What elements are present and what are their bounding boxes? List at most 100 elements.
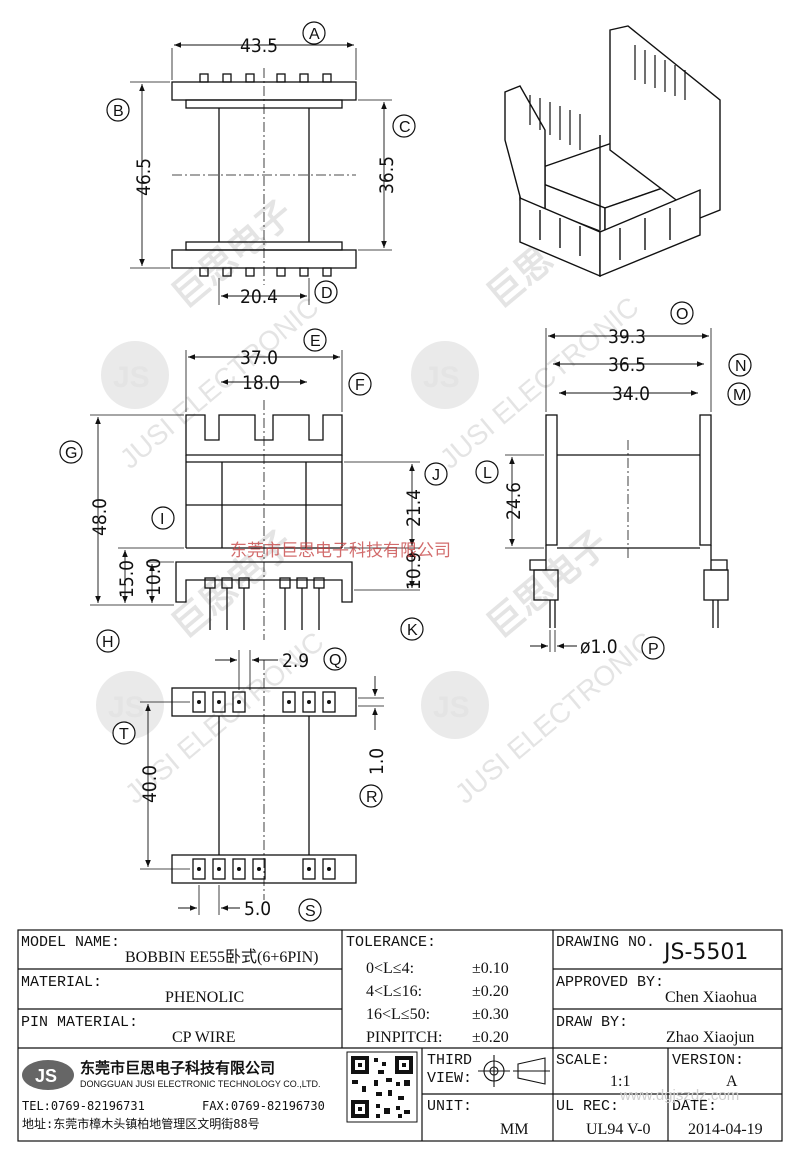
callout-M: M: [733, 387, 746, 404]
dim-T: 40.0: [139, 765, 161, 803]
bottom-view-upper-pins: [192, 691, 336, 713]
callout-Q: Q: [329, 652, 341, 669]
watermark-layer: JS JS JS JS JUSI ELECTRONIC JUSI ELECTRO…: [96, 192, 660, 810]
isometric-view: [504, 25, 721, 278]
scale-label: SCALE:: [556, 1052, 610, 1069]
watermark-cn-1: 巨思电子: [164, 192, 301, 316]
material-value: PHENOLIC: [165, 989, 244, 1006]
top-view-upper-pins: [199, 73, 332, 83]
company-address: 地址:东莞市樟木头镇柏地管理区文明街88号: [22, 1116, 260, 1131]
callout-R: R: [366, 789, 378, 806]
tolerance-value-2: ±0.20: [472, 983, 509, 1000]
dim-J: 21.4: [403, 489, 425, 527]
callout-E: E: [310, 333, 321, 350]
third-view-label-1: THIRD: [427, 1052, 472, 1069]
tolerance-range-4: PINPITCH:: [366, 1029, 442, 1046]
draw-by-label: DRAW BY:: [556, 1014, 628, 1031]
dim-L: 24.6: [503, 482, 525, 520]
tolerance-range-3: 16<L≤50:: [366, 1006, 430, 1023]
scale-value: 1:1: [610, 1073, 630, 1090]
callout-I: I: [160, 511, 164, 528]
drawing-no-label: DRAWING NO.: [556, 934, 655, 951]
callout-J: J: [432, 467, 440, 484]
date-value: 2014-04-19: [688, 1121, 763, 1138]
watermark-logo-4: JS: [433, 691, 470, 724]
dim-P: ø1.0: [580, 636, 618, 658]
dim-B: 46.5: [133, 158, 155, 196]
tolerance-value-4: ±0.20: [472, 1029, 509, 1046]
top-view-lower-pins: [199, 267, 332, 277]
date-label: DATE:: [672, 1098, 717, 1115]
overlay-company-text: 东莞市巨思电子科技有限公司: [230, 541, 451, 561]
callout-O: O: [676, 306, 688, 323]
material-label: MATERIAL:: [21, 974, 102, 991]
dim-O: 39.3: [608, 326, 646, 348]
dim-A: 43.5: [240, 35, 278, 57]
callout-G: G: [65, 445, 77, 462]
model-name-value: BOBBIN EE55卧式(6+6PIN): [125, 948, 318, 966]
company-logo: JS: [22, 1060, 74, 1090]
callout-A: A: [309, 26, 320, 43]
pin-material-value: CP WIRE: [172, 1029, 236, 1046]
callout-D: D: [321, 285, 333, 302]
company-name-cn: 东莞市巨思电子科技有限公司: [80, 1059, 275, 1077]
site-watermark: www.dgjszdz.com: [619, 1087, 739, 1104]
callout-F: F: [355, 377, 365, 394]
dim-M: 34.0: [612, 383, 650, 405]
dim-Q: 2.9: [282, 650, 309, 672]
callout-H: H: [102, 634, 114, 651]
bottom-view-lower-pins: [192, 858, 336, 880]
approved-by-value: Chen Xiaohua: [665, 989, 757, 1006]
draw-by-value: Zhao Xiaojun: [666, 1029, 754, 1046]
callout-T: T: [119, 726, 129, 743]
dim-S: 5.0: [244, 898, 271, 920]
ul-rec-label: UL REC:: [556, 1098, 619, 1115]
tolerance-value-3: ±0.30: [472, 1006, 509, 1023]
dim-F: 18.0: [242, 372, 280, 394]
side-view: [505, 328, 729, 652]
dim-C: 36.5: [376, 156, 398, 194]
watermark-logo-1: JS: [113, 361, 150, 394]
dim-K: 10.9: [403, 552, 425, 590]
dim-G: 48.0: [89, 498, 111, 536]
top-view: [130, 42, 392, 305]
third-view-label-2: VIEW:: [427, 1070, 472, 1087]
tolerance-value-1: ±0.10: [472, 960, 509, 977]
model-name-label: MODEL NAME:: [21, 934, 120, 951]
title-block-frame: [17, 929, 783, 1142]
company-fax: FAX:0769-82196730: [202, 1099, 325, 1113]
version-value: A: [726, 1073, 738, 1090]
dim-E: 37.0: [240, 347, 278, 369]
callout-N: N: [735, 358, 747, 375]
qr-code-icon: [346, 1051, 418, 1123]
front-view-pins: [204, 577, 325, 630]
callout-P: P: [648, 641, 659, 658]
dim-I: 10.0: [143, 558, 165, 596]
unit-value: MM: [500, 1121, 528, 1138]
third-angle-projection-icon: [478, 1055, 550, 1087]
watermark-cn-4: 巨思电子: [479, 522, 616, 646]
drawing-no-value: JS-5501: [662, 940, 748, 965]
dim-R: 1.0: [366, 748, 388, 775]
dim-N: 36.5: [608, 354, 646, 376]
callout-L: L: [483, 465, 492, 482]
dim-D: 20.4: [240, 286, 278, 308]
tolerance-label: TOLERANCE:: [346, 934, 436, 951]
pin-material-label: PIN MATERIAL:: [21, 1014, 138, 1031]
approved-by-label: APPROVED BY:: [556, 974, 664, 991]
version-label: VERSION:: [672, 1052, 744, 1069]
bottom-view: [140, 650, 384, 915]
tolerance-range-2: 4<L≤16:: [366, 983, 422, 1000]
callout-S: S: [305, 903, 316, 920]
callout-B: B: [113, 103, 124, 120]
dim-H: 15.0: [116, 560, 138, 598]
front-view: [90, 350, 420, 640]
callout-C: C: [399, 119, 411, 136]
ul-rec-value: UL94 V-0: [586, 1121, 650, 1138]
watermark-logo-2: JS: [423, 361, 460, 394]
unit-label: UNIT:: [427, 1098, 472, 1115]
tolerance-range-1: 0<L≤4:: [366, 960, 414, 977]
company-logo-text: JS: [35, 1066, 57, 1086]
